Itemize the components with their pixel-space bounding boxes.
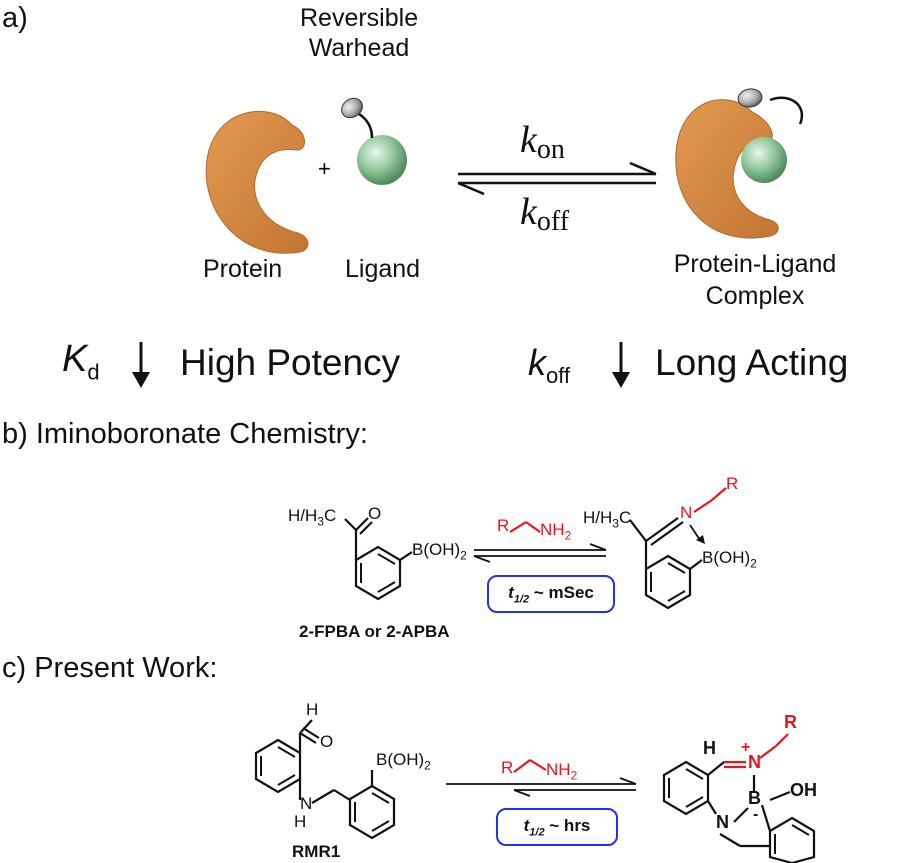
c-amine-n: N	[300, 794, 313, 813]
complex-ligand-ball	[741, 137, 787, 183]
c-product-minus: -	[753, 806, 759, 823]
c-half-life-box: t1/2 ~ hrs	[496, 808, 618, 846]
c-amine-r: R	[501, 758, 514, 777]
b-product-substituent: H/H3C	[583, 508, 632, 531]
c-caption: RMR1	[292, 842, 341, 861]
complex-label-line1: Protein-Ligand	[673, 250, 837, 278]
section-a-label: a)	[2, 2, 28, 34]
kd-label: Kd	[62, 338, 100, 385]
b-reactant-substituent: H/H3C	[288, 506, 337, 529]
c-product-h: H	[703, 738, 716, 758]
c-aldehyde-o: O	[320, 732, 334, 751]
high-potency-label: High Potency	[180, 342, 401, 383]
b-product-boronic: B(OH)2	[702, 548, 757, 571]
c-aldehyde-h: H	[306, 700, 319, 719]
warhead-label-line1: Reversible	[300, 4, 419, 32]
k-off-label: koff	[520, 191, 570, 237]
c-product-r: R	[784, 712, 797, 732]
c-amine-nh2: NH2	[546, 760, 578, 783]
ligand-ball	[357, 135, 407, 185]
b-amine-nh2: NH2	[540, 520, 572, 543]
protein-label: Protein	[203, 255, 283, 283]
c-product-oh: OH	[790, 780, 817, 800]
k-on-label: kon	[520, 119, 565, 165]
complex-warhead-linker	[769, 96, 803, 125]
long-acting-label: Long Acting	[655, 342, 849, 383]
b-half-life-box: t1/2 ~ mSec	[487, 575, 615, 613]
ligand-label: Ligand	[345, 255, 421, 283]
b-reactant-boronic: B(OH)2	[412, 540, 467, 563]
warhead-shape	[341, 97, 363, 119]
c-amine-h: H	[294, 812, 307, 831]
section-c-label: c) Present Work:	[2, 652, 218, 684]
section-b-label: b) Iminoboronate Chemistry:	[2, 418, 368, 450]
b-product-r: R	[726, 474, 739, 493]
protein-shape	[205, 110, 309, 254]
warhead-label-line2: Warhead	[308, 34, 410, 62]
plus-sign: +	[318, 156, 331, 181]
koff-bottom-label: koff	[528, 342, 571, 389]
complex-warhead-shape	[737, 88, 763, 108]
c-product-n: N	[716, 812, 729, 832]
c-boronic: B(OH)2	[376, 750, 431, 773]
b-product-n: N	[680, 503, 693, 522]
b-amine-r: R	[497, 516, 510, 535]
c-product-b: B	[748, 788, 761, 808]
complex-label-line2: Complex	[705, 282, 805, 310]
b-reactant-oxygen: O	[368, 504, 382, 523]
b-caption: 2-FPBA or 2-APBA	[299, 622, 450, 641]
c-product-n-plus: N	[748, 752, 761, 772]
c-product-plus: +	[741, 739, 751, 756]
